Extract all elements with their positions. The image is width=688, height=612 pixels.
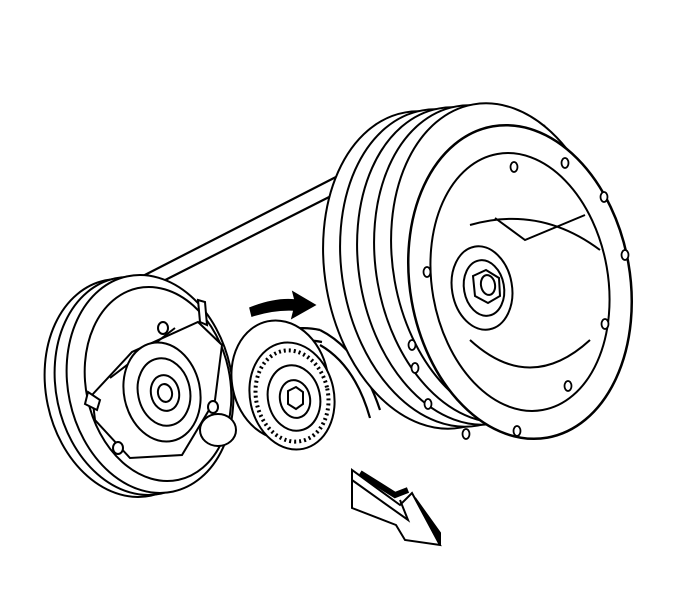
outline-direction-arrow xyxy=(351,468,442,547)
clutch-rivet xyxy=(157,321,169,335)
compressor-clutch-pulley xyxy=(43,274,235,498)
crankshaft-balancer-pulley xyxy=(322,102,633,441)
clutch-nut-icon xyxy=(156,383,174,403)
tensioner-teeth xyxy=(253,348,331,444)
clutch-rivet xyxy=(112,441,124,455)
rotation-direction-arrow xyxy=(249,290,317,320)
balancer-bolt-holes xyxy=(407,157,630,440)
balancer-hub xyxy=(450,245,514,331)
clutch-rivet xyxy=(207,400,219,414)
belt-tensioner-pulley xyxy=(199,319,336,451)
tensioner-bolt-icon xyxy=(287,385,304,411)
